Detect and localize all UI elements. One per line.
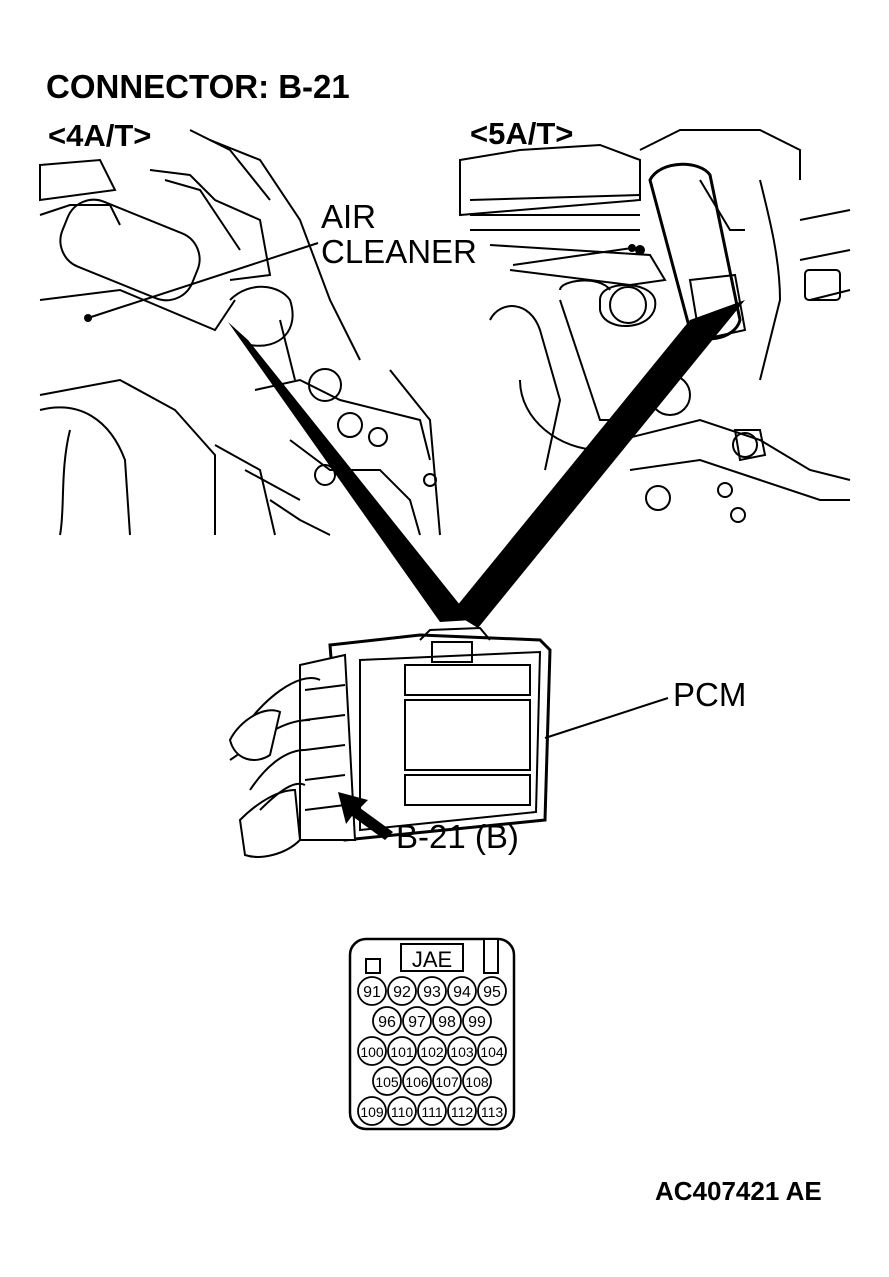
location-pointers [228, 300, 745, 628]
pin-number-label: 110 [391, 1104, 414, 1120]
pin-cavity [387, 1096, 417, 1126]
pin-number-label: 106 [405, 1074, 429, 1090]
pin-cavity [357, 1096, 387, 1126]
pin-cavity [447, 1036, 477, 1066]
pin-number-label: 109 [360, 1104, 384, 1120]
pin-number-label: 92 [393, 984, 411, 1001]
pin-number-label: 96 [378, 1014, 396, 1031]
pin-cavity [432, 1006, 462, 1036]
pin-cavity [357, 1036, 387, 1066]
variant-label-4at: <4A/T> [48, 118, 152, 153]
pin-cavity [402, 1006, 432, 1036]
pin-number-label: 95 [483, 984, 501, 1001]
pin-number-label: 94 [453, 984, 471, 1001]
air-cleaner-label-line1: AIR [321, 198, 377, 236]
pin-cavity [477, 1096, 507, 1126]
variant-label-5at: <5A/T> [470, 116, 574, 151]
pin-number-label: 103 [450, 1044, 474, 1060]
connector-latch-left [365, 958, 381, 974]
connector-face-diagram: JAE 91 92 93 94 95 96 97 98 99 100 101 102 103 104 105… [348, 937, 516, 1131]
pin-number-label: 98 [438, 1014, 456, 1031]
connector-maker-box [400, 943, 464, 972]
pin-number-label: 107 [435, 1074, 459, 1090]
pin-number-label: 93 [423, 984, 441, 1001]
connector-latch-right [483, 938, 499, 974]
pcm-leader [544, 697, 669, 739]
page-title: CONNECTOR: B-21 [46, 68, 350, 105]
b21-arrow [338, 792, 393, 840]
pin-cavity [462, 1066, 492, 1096]
pin-cavity [417, 976, 447, 1006]
pin-number-label: 100 [360, 1044, 384, 1060]
pin-number-label: 102 [420, 1044, 444, 1060]
pin-number-label: 113 [481, 1104, 504, 1120]
engine-bay-5at [459, 129, 851, 523]
connector-maker-label: JAE [412, 947, 452, 972]
pin-cavity [372, 1006, 402, 1036]
pin-number-label: 99 [468, 1014, 486, 1031]
pin-cavity [372, 1066, 402, 1096]
pin-number-label: 112 [451, 1104, 474, 1120]
air-cleaner-label-line2: CLEANER [321, 233, 477, 271]
pin-cavity [432, 1066, 462, 1096]
connector-ref-label: B-21 (B) [396, 818, 519, 855]
pin-cavity [447, 1096, 477, 1126]
pin-cavity [417, 1096, 447, 1126]
pin-number-label: 111 [421, 1104, 442, 1120]
pin-number-label: 105 [375, 1074, 399, 1090]
figure-id: AC407421 AE [655, 1176, 822, 1206]
pin-number-label: 101 [390, 1044, 414, 1060]
pin-cavity [447, 976, 477, 1006]
pcm-label: PCM [673, 676, 747, 713]
pin-cavity [387, 1036, 417, 1066]
pin-number-label: 108 [465, 1074, 489, 1090]
engine-bay-4at [39, 129, 441, 536]
pin-cavity [357, 976, 387, 1006]
pin-cavity [417, 1036, 447, 1066]
pin-cavity [477, 1036, 507, 1066]
connector-pins: 91 92 93 94 95 96 97 98 99 100 101 102 103 104 105 106 1… [357, 976, 507, 1126]
air-cleaner-leaders [84, 242, 636, 322]
pin-cavity [402, 1066, 432, 1096]
pin-cavity [387, 976, 417, 1006]
pin-number-label: 91 [363, 984, 381, 1001]
pin-number-label: 104 [480, 1044, 504, 1060]
pin-cavity [477, 976, 507, 1006]
pin-cavity [462, 1006, 492, 1036]
pin-number-label: 97 [408, 1014, 426, 1031]
